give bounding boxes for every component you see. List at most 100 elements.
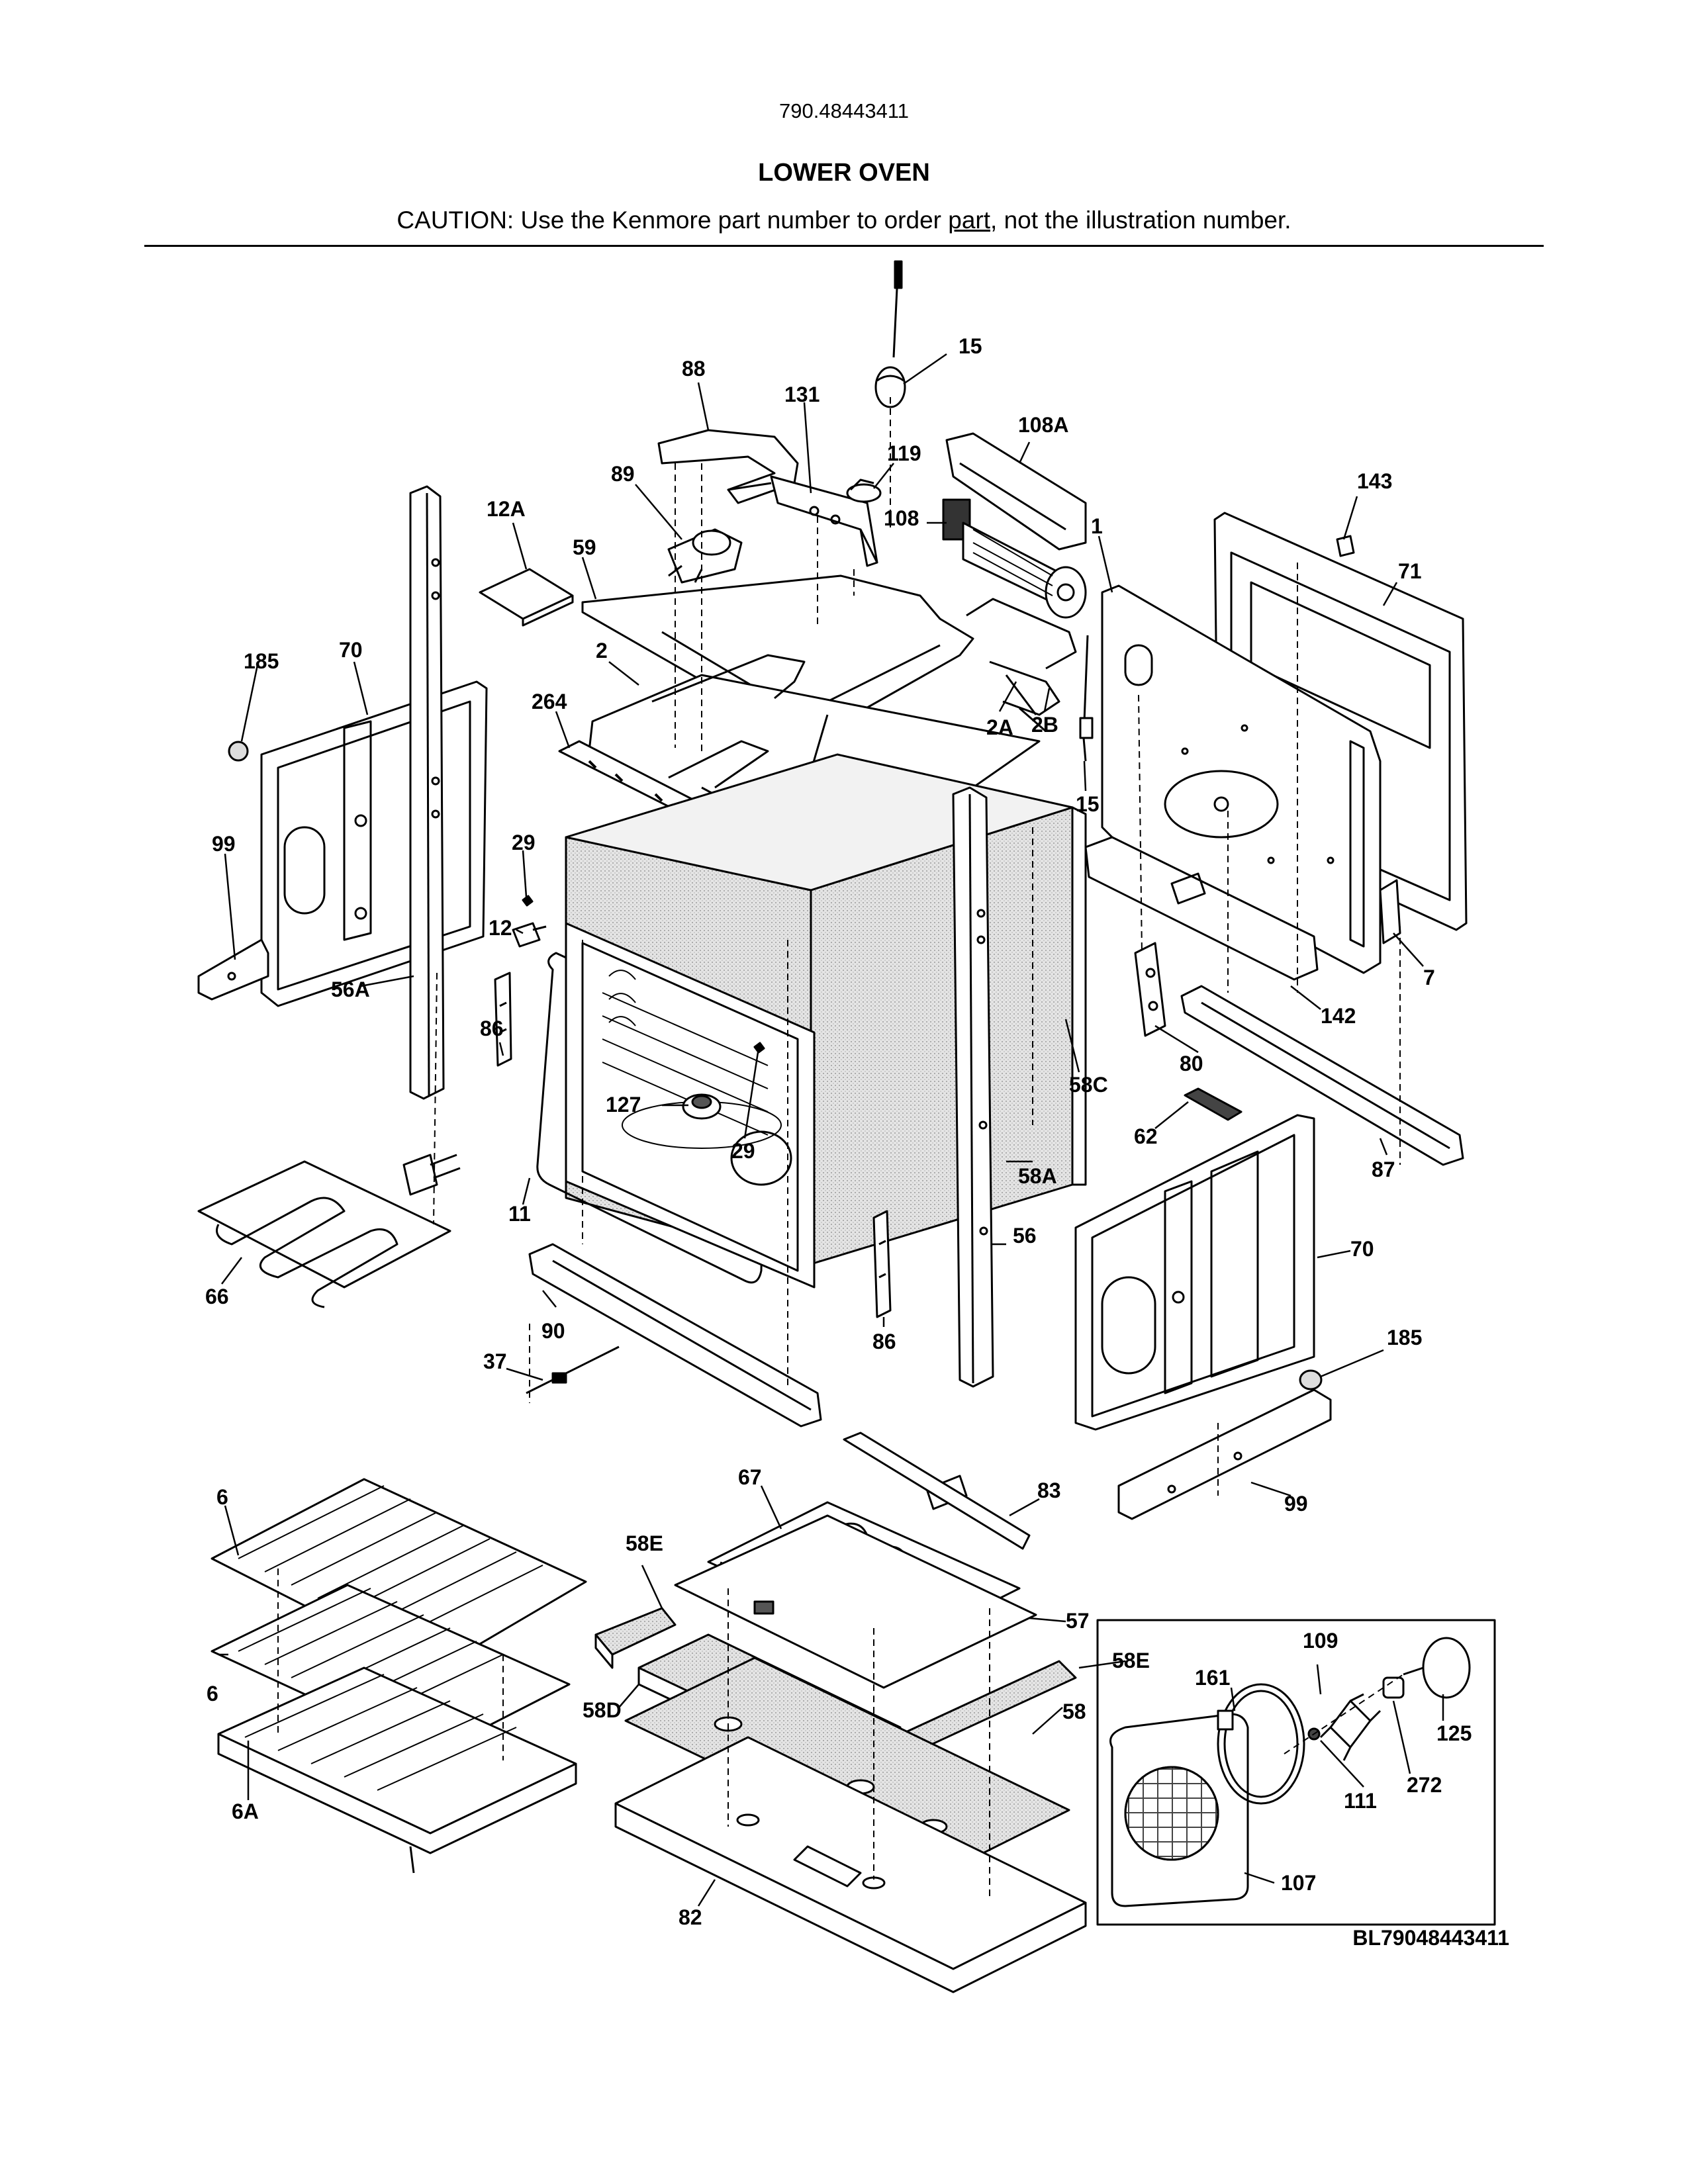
bracket-99-left-part	[197, 938, 269, 1001]
model-number: 790.48443411	[779, 99, 909, 122]
back-wall-1-part	[1101, 584, 1382, 974]
callout-58D: 58D	[583, 1698, 622, 1722]
sensor-37-part	[526, 1345, 620, 1394]
callout-11: 11	[508, 1202, 531, 1226]
callout-7: 7	[1423, 966, 1435, 989]
insulation-strip-58E-left-part	[594, 1607, 677, 1669]
callout-59: 59	[573, 535, 596, 559]
door-gasket-11-part	[536, 952, 767, 1284]
callout-58C: 58C	[1069, 1073, 1108, 1097]
callout-119: 119	[887, 441, 921, 465]
callout-131: 131	[784, 383, 820, 406]
hinge-receiver-86-right-part	[872, 1210, 892, 1318]
callout-37: 37	[483, 1349, 507, 1373]
callout-1: 1	[1091, 514, 1103, 538]
foot-185-right-part	[1299, 1369, 1323, 1390]
callout-56: 56	[1013, 1224, 1037, 1248]
probe-15-lower-part	[1079, 635, 1094, 762]
callout-2: 2	[596, 639, 608, 662]
callout-127: 127	[606, 1093, 641, 1116]
callout-29-top: 29	[512, 831, 536, 854]
broil-element-66-part	[197, 1154, 461, 1308]
vertical-channel-56A-part	[409, 485, 445, 1100]
callout-83: 83	[1037, 1479, 1061, 1502]
diagram-code: BL79048443411	[1352, 1926, 1509, 1950]
callout-161: 161	[1195, 1666, 1230, 1690]
front-trim-90-part	[528, 1243, 822, 1428]
callout-70-right: 70	[1350, 1237, 1374, 1261]
bracket-7-part	[1379, 879, 1401, 944]
callout-109: 109	[1303, 1629, 1338, 1653]
caution-text-start: CAUTION: Use the Kenmore part number to …	[397, 206, 949, 234]
callout-58A: 58A	[1018, 1164, 1057, 1188]
callout-12A: 12A	[487, 497, 526, 521]
callout-6A: 6A	[232, 1799, 259, 1823]
base-pan-82-part	[614, 1736, 1087, 1993]
page-title: LOWER OVEN	[758, 159, 930, 187]
bracket-83-part	[843, 1432, 1031, 1550]
foot-185-left-part	[228, 741, 249, 762]
callout-66: 66	[205, 1285, 229, 1308]
callout-58E-right: 58E	[1112, 1649, 1150, 1672]
callout-2B: 2B	[1031, 713, 1058, 737]
clip-143-part	[1336, 535, 1355, 557]
caution-underlined-word: part	[948, 206, 991, 234]
cooling-fan-108-part	[942, 498, 1087, 619]
light-socket-12-part	[512, 922, 547, 948]
callout-6-lower: 6	[207, 1682, 218, 1706]
limit-switch-119-part	[846, 478, 882, 503]
thermostat-probe-part	[874, 260, 906, 408]
screw-29-part	[522, 895, 765, 1054]
hub-127-part	[682, 1093, 722, 1120]
callout-58: 58	[1062, 1700, 1086, 1723]
callout-107: 107	[1281, 1871, 1316, 1895]
callout-80: 80	[1180, 1052, 1203, 1075]
callout-67: 67	[738, 1465, 762, 1489]
callout-29-door: 29	[731, 1139, 755, 1163]
callout-108A: 108A	[1018, 413, 1069, 437]
callout-185-left: 185	[244, 649, 279, 673]
callout-99-left: 99	[212, 832, 236, 856]
callout-185-right: 185	[1387, 1326, 1422, 1349]
callout-15-mid: 15	[1076, 792, 1100, 816]
callout-99-right: 99	[1284, 1492, 1308, 1516]
bracket-80-part	[1134, 942, 1166, 1037]
callout-88: 88	[682, 357, 706, 381]
caution-note: CAUTION: Use the Kenmore part number to …	[0, 206, 1688, 234]
callout-125: 125	[1436, 1721, 1472, 1745]
callout-142: 142	[1321, 1004, 1356, 1028]
callout-82: 82	[679, 1905, 702, 1929]
callout-86-left: 86	[480, 1017, 504, 1040]
callout-57: 57	[1066, 1609, 1090, 1633]
callout-272: 272	[1407, 1773, 1442, 1797]
callout-56A: 56A	[331, 978, 370, 1001]
header-divider	[144, 245, 1544, 247]
fan-cover-108A-part	[945, 432, 1087, 551]
vertical-channel-56-part	[952, 786, 994, 1388]
bracket-99-right-part	[1117, 1388, 1332, 1520]
convection-fan-inset	[1096, 1619, 1496, 1926]
caution-text-end: , not the illustration number.	[990, 206, 1291, 234]
callout-6-upper: 6	[216, 1485, 228, 1509]
top-panel-59-part	[581, 574, 1077, 743]
bracket-88-part	[657, 429, 799, 504]
rear-rail-142-part	[1084, 836, 1319, 981]
side-panel-70-left-part	[260, 680, 488, 1007]
terminal-block-62-part	[1184, 1087, 1243, 1121]
callout-12: 12	[489, 916, 512, 940]
bottom-cover-57-part	[674, 1514, 1037, 1689]
callout-15-top: 15	[959, 334, 982, 358]
callout-86-right: 86	[872, 1330, 896, 1353]
callout-62: 62	[1134, 1124, 1158, 1148]
callout-143: 143	[1357, 469, 1392, 493]
callout-89: 89	[611, 462, 635, 486]
callout-70-left: 70	[339, 638, 363, 662]
rail-87-part	[1180, 985, 1464, 1166]
sliding-rack-6A-part	[217, 1666, 577, 1874]
callout-90: 90	[541, 1319, 565, 1343]
hinge-receiver-86-left-part	[494, 972, 512, 1067]
plate-12A-part	[479, 568, 574, 627]
callout-264: 264	[532, 690, 567, 713]
callout-71: 71	[1398, 559, 1422, 583]
